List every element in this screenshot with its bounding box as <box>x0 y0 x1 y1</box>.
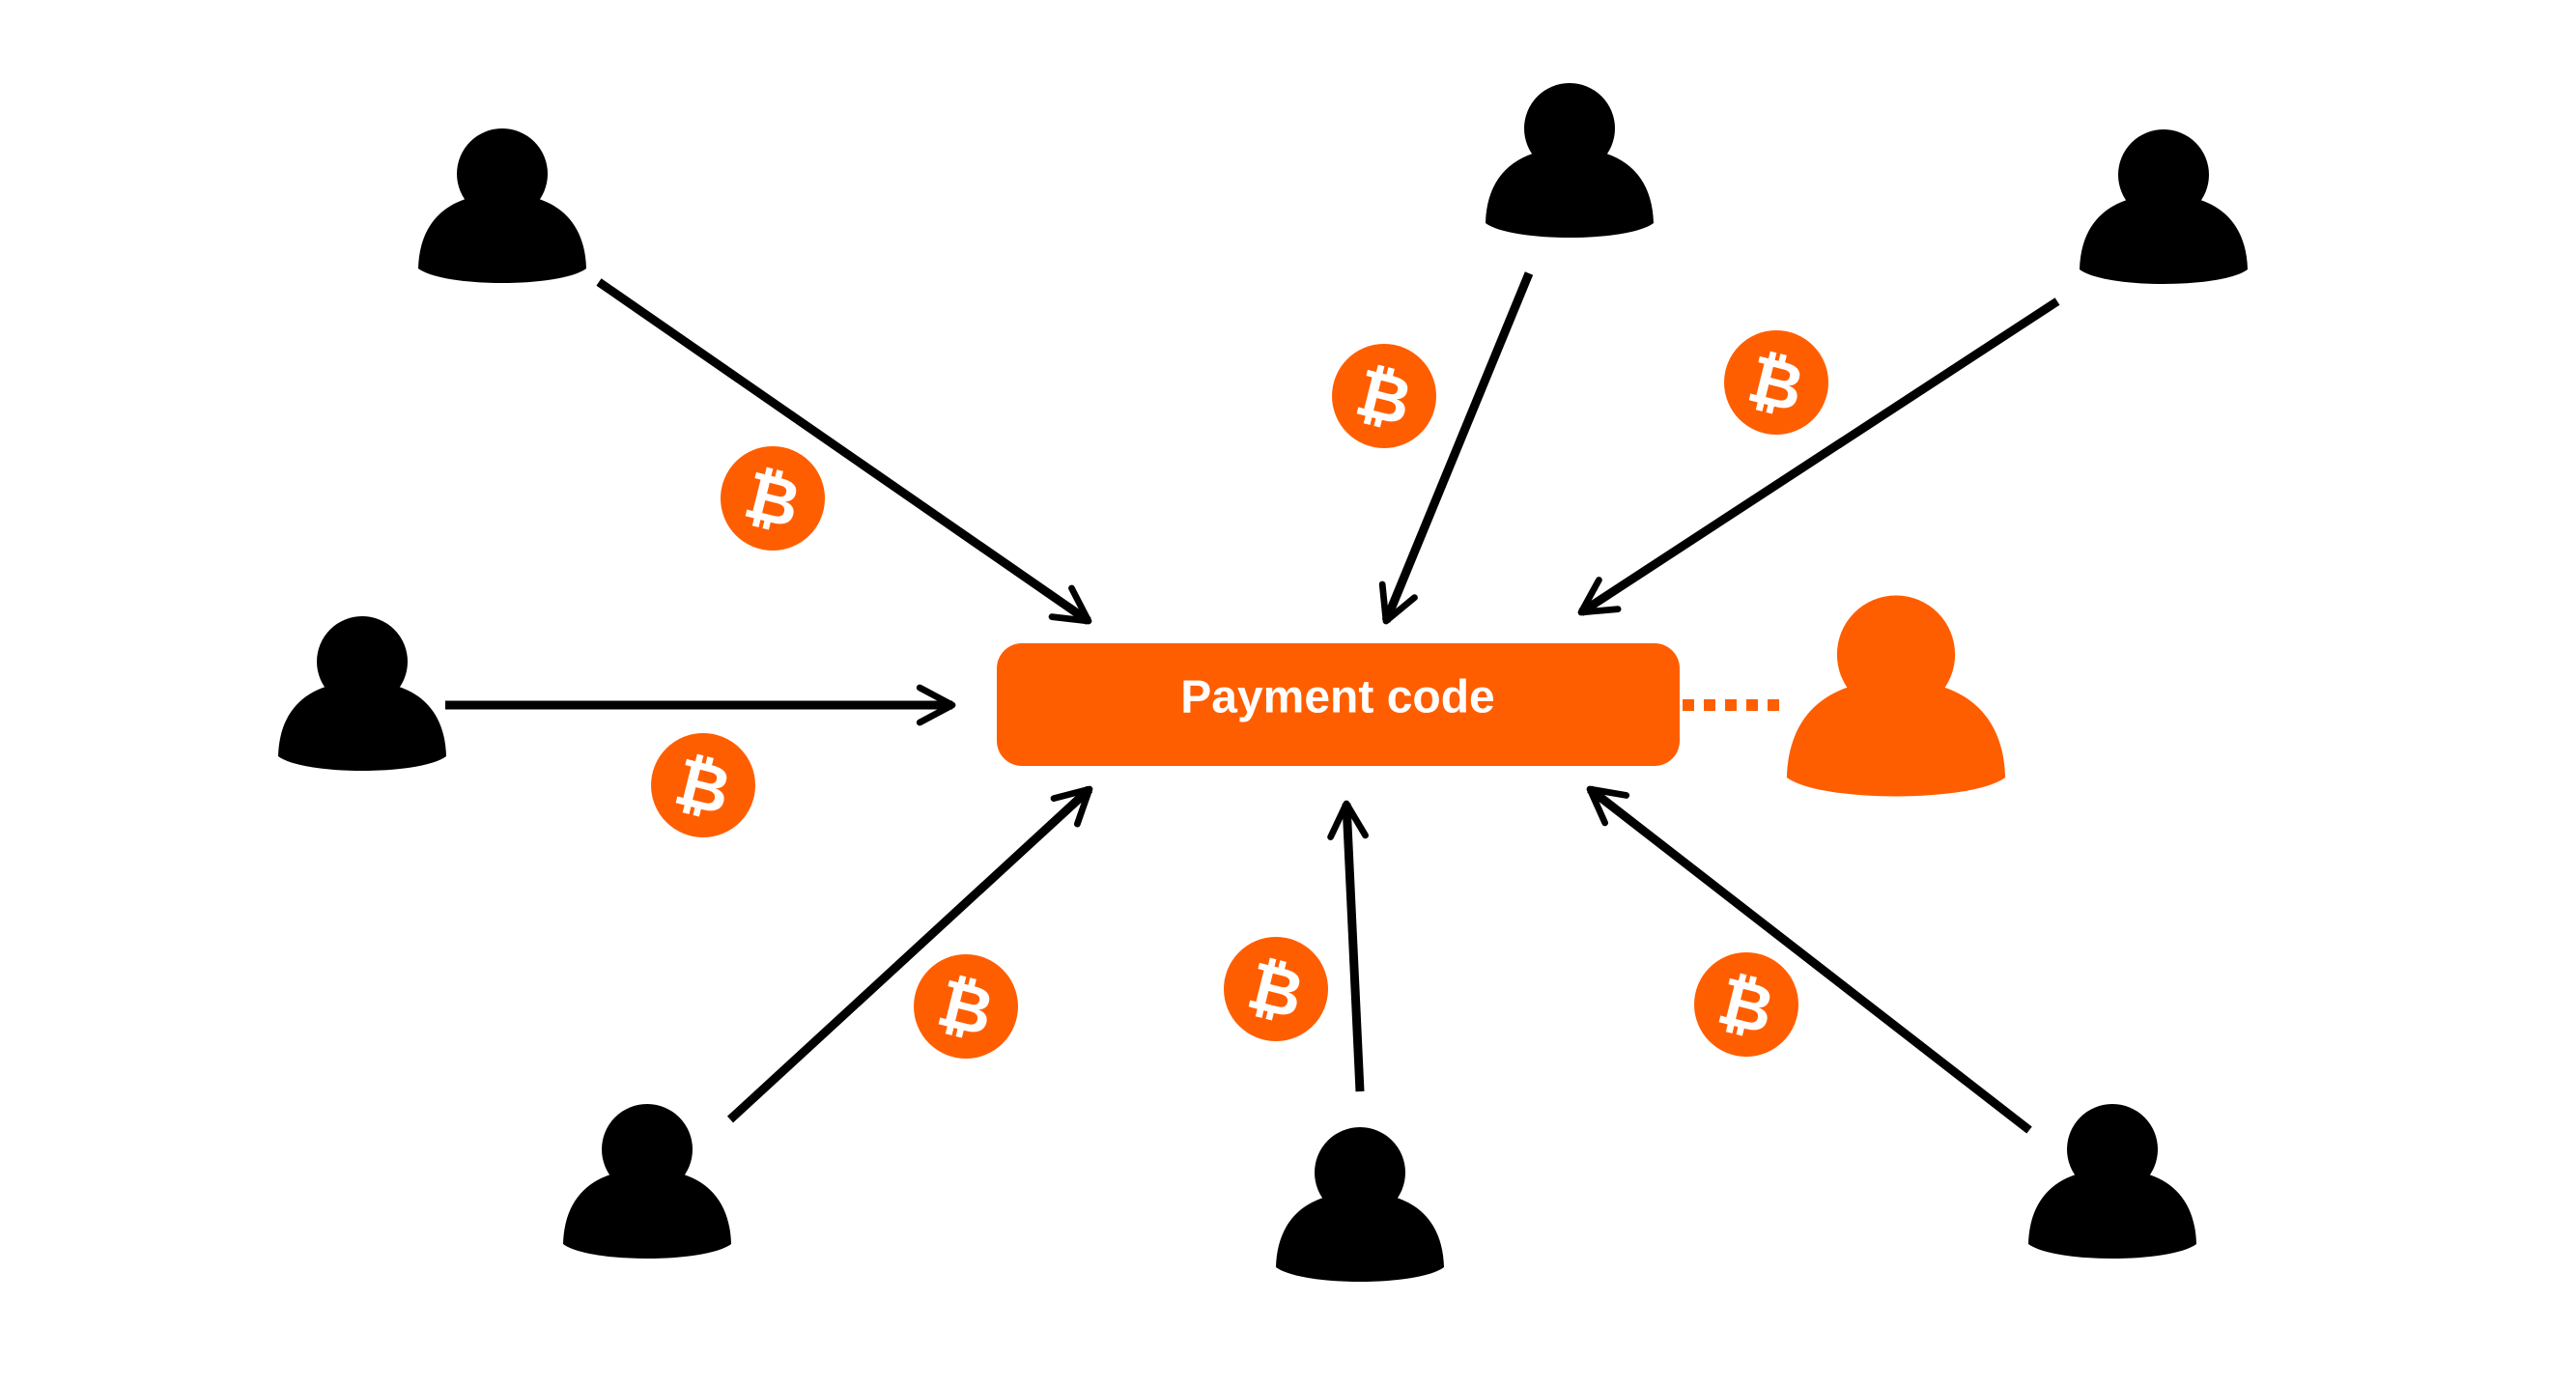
bitcoin-icon: ₿ <box>1224 937 1328 1041</box>
user-icon <box>418 128 586 283</box>
arrow-bottom-right <box>1586 785 2032 1134</box>
receiver <box>1786 595 2006 797</box>
payment-code-label: Payment code <box>1180 672 1494 723</box>
user-icon <box>1276 1127 1444 1282</box>
user-icon <box>1786 595 2006 797</box>
bitcoin-icon: ₿ <box>721 446 825 551</box>
arrows <box>445 271 2060 1134</box>
bitcoin-payments: ₿ ₿ ₿ ₿ ₿ ₿ ₿ <box>651 330 1828 1059</box>
arrow-bottom-center <box>1327 800 1369 1092</box>
bitcoin-icon: ₿ <box>1694 952 1798 1057</box>
bitcoin-icon: ₿ <box>914 954 1018 1059</box>
user-icon <box>1486 83 1654 238</box>
bitcoin-icon: ₿ <box>1724 330 1828 435</box>
bitcoin-icon: ₿ <box>651 733 755 837</box>
user-icon <box>2028 1104 2196 1259</box>
arrow-bottom-left <box>726 785 1093 1123</box>
user-icon <box>2080 129 2248 284</box>
arrow-top-left <box>596 278 1092 625</box>
user-icon <box>563 1104 731 1259</box>
arrow-top-center <box>1378 271 1534 625</box>
bitcoin-icon: ₿ <box>1332 344 1436 448</box>
payment-code: Payment code <box>997 643 1680 766</box>
user-icon <box>278 616 446 771</box>
payment-code-box <box>997 643 1680 766</box>
arrow-top-right <box>1577 297 2060 616</box>
